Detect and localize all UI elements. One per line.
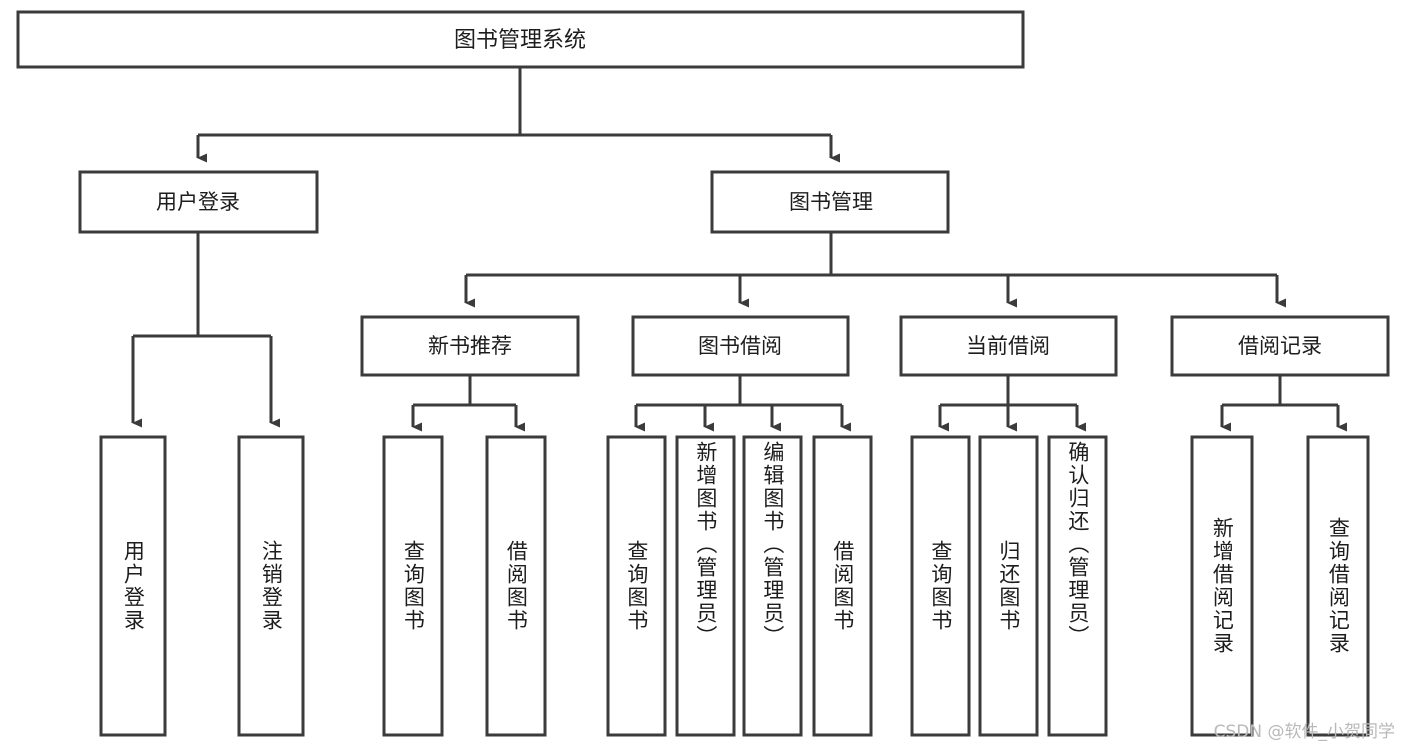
node-current-borrow-label: 当前借阅 bbox=[966, 334, 1050, 358]
node-book-manage-label: 图书管理 bbox=[789, 190, 873, 214]
node-borrow-record[interactable]: 借阅记录 bbox=[1170, 315, 1390, 377]
node-book-borrow[interactable]: 图书借阅 bbox=[631, 315, 850, 377]
node-new-book-recommend[interactable]: 新书推荐 bbox=[360, 315, 580, 377]
connector-bookmanage-to-level3 bbox=[464, 232, 1286, 308]
node-borrow-record-label: 借阅记录 bbox=[1238, 334, 1322, 358]
connector-borrowrecord-to-leaves bbox=[1220, 375, 1347, 432]
node-root-label: 图书管理系统 bbox=[454, 28, 586, 53]
leaf-box-query-book-1[interactable] bbox=[382, 435, 444, 737]
node-book-manage[interactable]: 图书管理 bbox=[710, 170, 950, 234]
leaf-box-add-book[interactable] bbox=[675, 435, 736, 737]
leaf-box-add-record[interactable] bbox=[1190, 435, 1254, 737]
leaf-box-query-record[interactable] bbox=[1306, 435, 1370, 737]
connector-newbook-to-leaves bbox=[411, 375, 525, 432]
leaf-box-query-book-2[interactable] bbox=[606, 435, 667, 737]
leaf-box-borrow-book-1[interactable] bbox=[485, 435, 547, 737]
leaf-box-query-book-3[interactable] bbox=[910, 435, 971, 737]
leaf-box-edit-book[interactable] bbox=[742, 435, 803, 737]
connector-userlogin-to-leaves bbox=[131, 232, 280, 428]
node-current-borrow[interactable]: 当前借阅 bbox=[899, 315, 1118, 377]
node-root[interactable]: 图书管理系统 bbox=[16, 10, 1025, 69]
watermark-text: CSDN @软件_小贺同学 bbox=[1213, 722, 1395, 742]
leaf-box-user-login[interactable] bbox=[99, 435, 167, 737]
node-user-login[interactable]: 用户登录 bbox=[78, 170, 319, 234]
node-book-borrow-label: 图书借阅 bbox=[698, 334, 782, 358]
node-new-book-recommend-label: 新书推荐 bbox=[428, 334, 512, 358]
leaf-box-borrow-book-2[interactable] bbox=[812, 435, 873, 737]
connector-bookborrow-to-leaves bbox=[634, 375, 851, 432]
connector-currentborrow-to-leaves bbox=[938, 375, 1086, 432]
leaf-box-return-book[interactable] bbox=[978, 435, 1039, 737]
node-user-login-label: 用户登录 bbox=[156, 190, 240, 214]
leaf-box-confirm-return[interactable] bbox=[1047, 435, 1108, 737]
leaf-box-logout-login[interactable] bbox=[237, 435, 305, 737]
connector-root-to-level2 bbox=[196, 67, 840, 163]
